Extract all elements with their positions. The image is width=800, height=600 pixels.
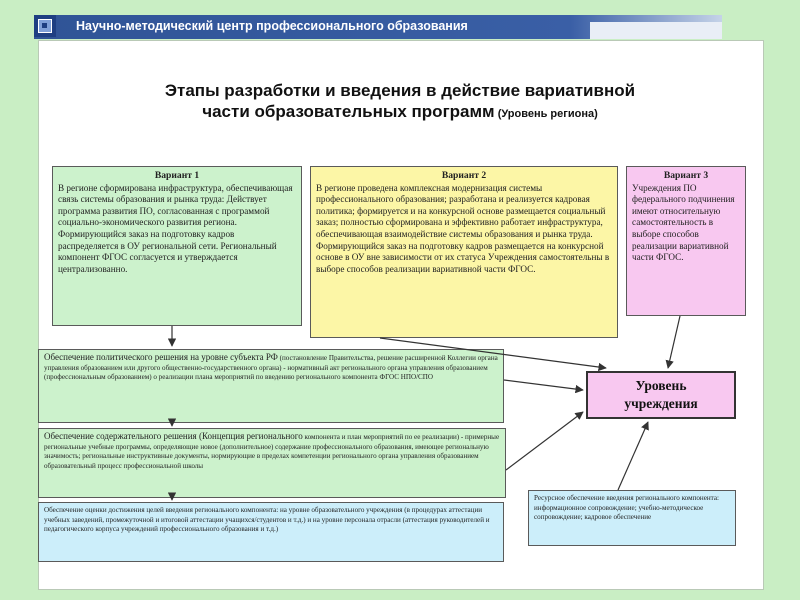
step-evaluation-box: Обеспечение оценки достижения целей введ… (38, 502, 504, 562)
step-content-lead: Обеспечение содержательного решения (Кон… (44, 431, 303, 441)
variant-3-text: Учреждения ПО федерального подчинения им… (632, 182, 735, 263)
step-content-text: компонента и план мероприятий по ее реал… (44, 433, 500, 470)
header-title: Научно-методический центр профессиональн… (76, 19, 468, 33)
arrow-resource-to-level (617, 421, 649, 491)
header-tab (590, 22, 722, 39)
step-evaluation-text: Обеспечение оценки достижения целей введ… (44, 506, 490, 534)
step-content-box: Обеспечение содержательного решения (Кон… (38, 428, 506, 498)
arrow-variant3-to-level (665, 315, 681, 369)
title-suffix: (Уровень региона) (494, 108, 598, 120)
square-logo-icon (34, 15, 56, 37)
arrow-political-to-level (503, 379, 584, 394)
variant-2-text: В регионе проведена комплексная модерниз… (316, 182, 610, 274)
arrow-variant2-to-level (379, 337, 607, 372)
title-line1: Этапы разработки и введения в действие в… (164, 81, 636, 100)
institution-level-box: Уровень учреждения (586, 371, 736, 419)
variant-2-title: Вариант 2 (441, 170, 487, 181)
title-line2: части образовательных программ (202, 102, 495, 121)
variant-1-text: В регионе сформирована инфраструктура, о… (58, 182, 293, 274)
step-political-lead: Обеспечение политического решения на уро… (44, 352, 278, 362)
resource-text: Ресурсное обеспечение введения региональ… (534, 494, 719, 522)
level-line1: Уровень (635, 378, 687, 393)
variant-2-box: Вариант 2 В регионе проведена комплексна… (310, 166, 618, 338)
variant-1-box: Вариант 1 В регионе сформирована инфраст… (52, 166, 302, 326)
step-political-box: Обеспечение политического решения на уро… (38, 349, 504, 423)
resource-box: Ресурсное обеспечение введения региональ… (528, 490, 736, 546)
arrow-content-to-level (505, 411, 584, 471)
variant-1-title: Вариант 1 (154, 170, 200, 181)
title-line2-wrap: части образовательных программ (Уровень … (120, 101, 680, 125)
variant-3-title: Вариант 3 (663, 170, 709, 181)
level-line2: учреждения (624, 396, 698, 411)
page-title: Этапы разработки и введения в действие в… (120, 80, 680, 125)
variant-3-box: Вариант 3 Учреждения ПО федерального под… (626, 166, 746, 316)
step-political-text: (постановление Правительства, решение ра… (44, 354, 498, 382)
